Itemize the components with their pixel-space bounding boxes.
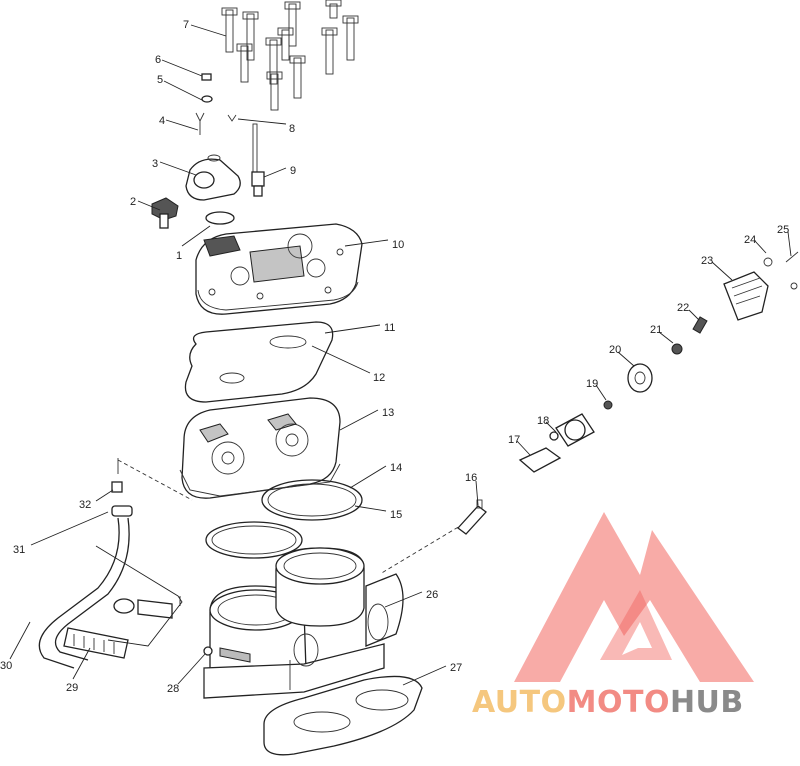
callout-number-22: 22 <box>677 302 689 314</box>
callout-leader-1 <box>181 225 211 247</box>
watermark-word-hub: HUB <box>670 685 744 720</box>
callout-leader-32 <box>95 489 114 502</box>
head-gaskets <box>205 479 363 559</box>
callout-number-20: 20 <box>609 344 621 356</box>
callout-leader-4 <box>165 119 199 131</box>
callout-leader-11 <box>324 324 381 334</box>
callout-number-3: 3 <box>152 158 158 170</box>
callout-leader-13 <box>339 409 379 431</box>
callout-leader-27 <box>402 665 447 686</box>
callout-leader-12 <box>311 345 371 374</box>
callout-leader-9 <box>263 167 287 178</box>
alignment-lines <box>117 458 471 575</box>
callout-leader-23 <box>711 261 733 281</box>
callout-number-18: 18 <box>537 415 549 427</box>
callout-number-17: 17 <box>508 434 520 446</box>
watermark-g-mark-icon <box>600 590 672 660</box>
callout-number-8: 8 <box>289 123 295 135</box>
callout-number-6: 6 <box>155 54 161 66</box>
callout-number-32: 32 <box>79 499 91 511</box>
callout-leader-26 <box>384 591 423 608</box>
watermark-word-auto: AUTO <box>472 685 567 720</box>
callout-layer: 1234567891011121314151617181920212223242… <box>0 19 792 695</box>
callout-leader-16 <box>475 480 479 506</box>
cylinder-head <box>179 397 341 499</box>
callout-leader-30 <box>9 621 31 660</box>
callout-leader-31 <box>30 511 109 546</box>
callout-leader-28 <box>177 653 206 685</box>
callout-leader-18 <box>545 421 557 433</box>
head-o-ring-gasket <box>184 321 334 403</box>
callout-leader-7 <box>190 24 227 37</box>
callout-leader-6 <box>161 59 203 77</box>
callout-number-28: 28 <box>167 683 179 695</box>
watermark-triangle-icon <box>514 512 754 682</box>
watermark-text: AUTOMOTOHUB <box>472 685 744 720</box>
callout-leader-21 <box>658 331 674 344</box>
callout-number-9: 9 <box>290 165 296 177</box>
watermark-logo <box>514 512 754 682</box>
callout-number-4: 4 <box>159 115 165 127</box>
callout-number-21: 21 <box>650 324 662 336</box>
temperature-sensor <box>151 197 179 229</box>
callout-number-24: 24 <box>744 234 756 246</box>
callout-number-30: 30 <box>0 660 12 672</box>
callout-leader-25 <box>787 231 792 257</box>
cylinder-head-cover <box>195 223 363 315</box>
callout-number-15: 15 <box>390 509 402 521</box>
callout-number-26: 26 <box>426 589 438 601</box>
callout-number-10: 10 <box>392 239 404 251</box>
callout-number-23: 23 <box>701 255 713 267</box>
callout-number-25: 25 <box>777 224 789 236</box>
hose-leader-lines <box>95 545 183 647</box>
callout-number-11: 11 <box>384 322 395 334</box>
callout-leader-15 <box>354 505 387 512</box>
temperature-fitting <box>251 171 265 197</box>
callout-number-31: 31 <box>13 544 25 556</box>
callout-number-13: 13 <box>382 407 394 419</box>
washers <box>195 73 258 173</box>
callout-leader-14 <box>349 465 387 489</box>
callout-leader-17 <box>516 440 531 456</box>
callout-number-5: 5 <box>157 74 163 86</box>
callout-leader-19 <box>595 384 607 401</box>
callout-leader-29 <box>72 647 91 680</box>
water-hoses <box>38 481 213 669</box>
cylinder-block <box>203 547 404 699</box>
callout-number-29: 29 <box>66 682 78 694</box>
callout-number-2: 2 <box>130 196 136 208</box>
callout-number-27: 27 <box>450 662 462 674</box>
watermark-word-moto: MOTO <box>567 685 670 720</box>
callout-leader-3 <box>159 161 197 176</box>
callout-leader-20 <box>617 351 635 367</box>
knock-sensor <box>457 499 487 535</box>
callout-number-1: 1 <box>176 250 182 262</box>
callout-leader-10 <box>344 239 389 247</box>
base-gaskets <box>263 675 423 756</box>
o-ring <box>205 211 235 225</box>
callout-leader-5 <box>163 80 203 101</box>
head-bolts <box>221 0 359 111</box>
callout-leader-24 <box>754 240 767 254</box>
callout-number-16: 16 <box>465 472 477 484</box>
callout-leader-8 <box>237 118 287 125</box>
callout-number-7: 7 <box>183 19 189 31</box>
callout-leader-22 <box>688 309 700 321</box>
callout-number-19: 19 <box>586 378 598 390</box>
water-pump-assembly <box>518 251 799 473</box>
water-outlet-elbow <box>185 154 241 201</box>
callout-number-12: 12 <box>373 372 385 384</box>
callout-leader-2 <box>137 200 161 211</box>
callout-number-14: 14 <box>390 462 402 474</box>
